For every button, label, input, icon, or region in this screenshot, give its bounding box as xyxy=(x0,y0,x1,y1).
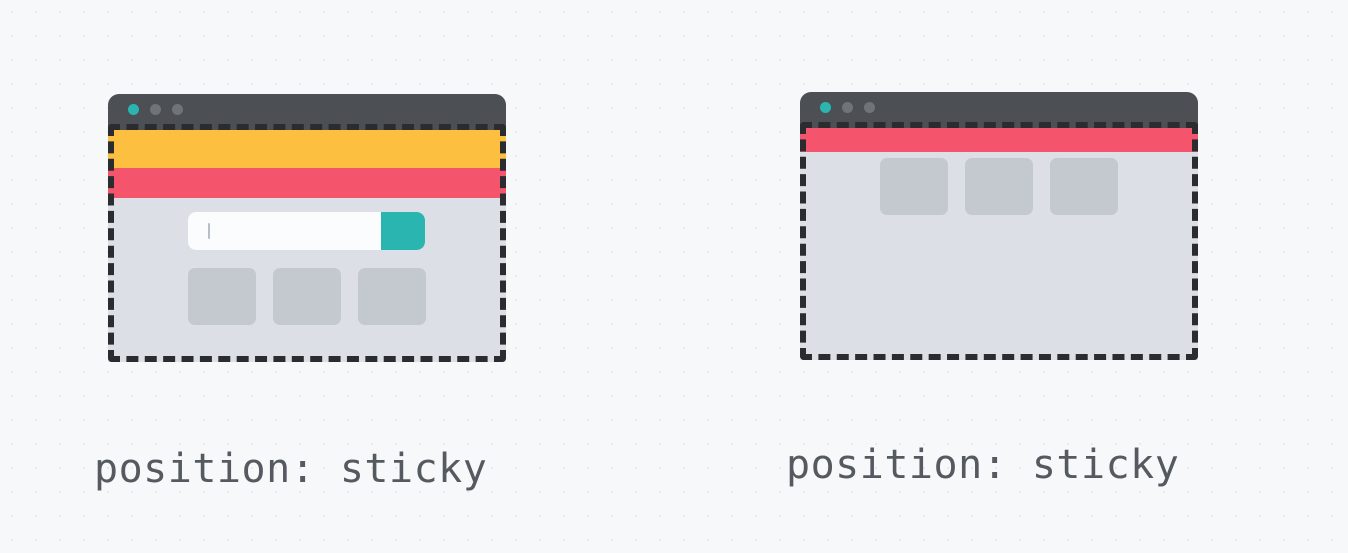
left-browser-window xyxy=(108,94,506,362)
search-button xyxy=(381,212,425,250)
browser-titlebar xyxy=(108,94,506,130)
dot-icon xyxy=(864,102,875,113)
right-caption: position: sticky xyxy=(786,442,1180,488)
text-cursor-icon xyxy=(208,223,210,239)
dot-icon xyxy=(842,102,853,113)
dot-icon xyxy=(150,104,161,115)
content-tile xyxy=(1050,158,1118,215)
dot-icon xyxy=(172,104,183,115)
browser-titlebar xyxy=(800,92,1198,128)
content-tile xyxy=(358,268,426,325)
content-tile xyxy=(273,268,341,325)
dot-icon xyxy=(128,104,139,115)
left-caption: position: sticky xyxy=(94,446,488,492)
content-tile xyxy=(965,158,1033,215)
search-field xyxy=(188,212,425,250)
content-tile xyxy=(880,158,948,215)
content-tile xyxy=(188,268,256,325)
right-browser-window xyxy=(800,92,1198,360)
red-sticky-bar xyxy=(108,168,506,198)
browser-viewport xyxy=(800,122,1198,360)
yellow-header-bar xyxy=(108,124,506,168)
browser-viewport xyxy=(108,124,506,362)
dot-icon xyxy=(820,102,831,113)
